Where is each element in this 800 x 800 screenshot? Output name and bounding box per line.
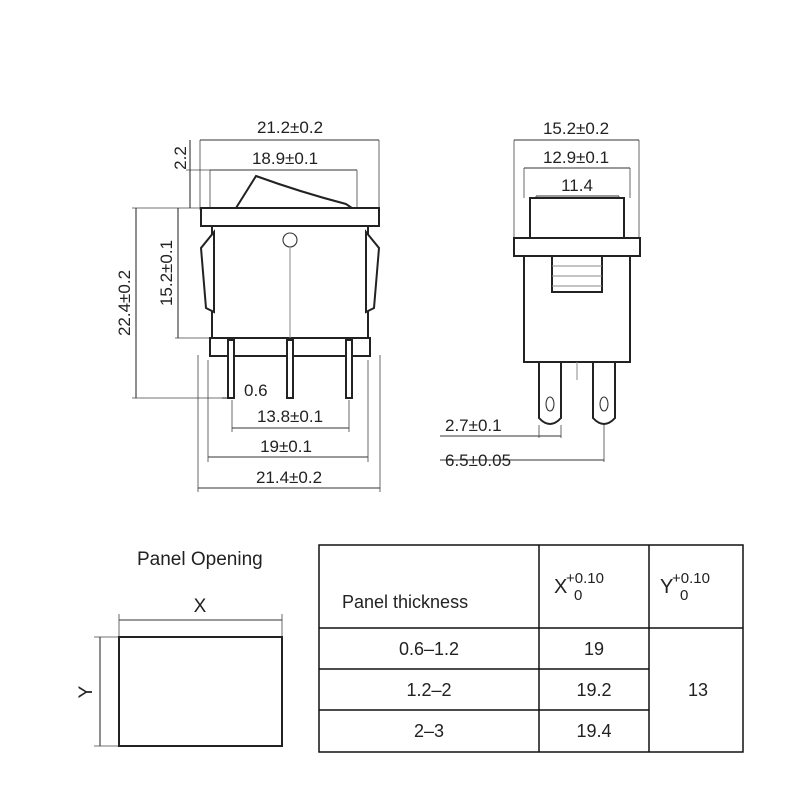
dim-total-height: 22.4±0.2 (115, 270, 134, 336)
y-value: 13 (688, 680, 708, 700)
front-rocker (234, 174, 356, 209)
front-pin-right (345, 339, 353, 399)
panel-opening-shape (118, 636, 283, 747)
dim-pin-span-inner: 13.8±0.1 (257, 407, 323, 426)
header-y-tol-lower: 0 (680, 587, 688, 604)
panel-opening-title: Panel Opening (137, 549, 263, 570)
header-x: X (554, 576, 567, 598)
header-x-tol-upper: +0.10 (566, 570, 604, 587)
side-terminal-right (592, 361, 616, 425)
side-flange (513, 237, 641, 257)
dim-pin-span-outer: 19±0.1 (260, 437, 312, 456)
side-view: 15.2±0.2 12.9±0.1 11.4 2.7±0.1 6.5±0.05 (440, 119, 641, 470)
row-2-thickness: 1.2–2 (406, 680, 451, 700)
row-2-x: 19.2 (576, 680, 611, 700)
row-1-x: 19 (584, 639, 604, 659)
side-clip (551, 255, 603, 293)
header-y-tol-upper: +0.10 (672, 570, 710, 587)
front-flange (200, 207, 380, 227)
front-clip-right (365, 229, 381, 314)
front-pin-center (286, 339, 294, 399)
panel-opening: Panel Opening X Y (76, 549, 283, 747)
dim-side-body-width: 12.9±0.1 (543, 148, 609, 167)
front-pin-left (227, 339, 235, 399)
panel-y-label: Y (76, 685, 97, 698)
dim-pin-thickness: 0.6 (244, 381, 268, 400)
side-terminal-left (538, 361, 562, 425)
panel-x-label: X (194, 596, 207, 617)
front-view: 21.2±0.2 18.9±0.1 2.2 22.4±0.2 15.2±0.1 … (115, 118, 381, 492)
row-1-thickness: 0.6–1.2 (399, 639, 459, 659)
header-x-tol-lower: 0 (574, 587, 582, 604)
header-y: Y (660, 576, 673, 598)
front-clip-left (199, 229, 215, 314)
front-center-mark (282, 232, 298, 248)
row-3-x: 19.4 (576, 721, 611, 741)
dim-base-width: 21.4±0.2 (256, 468, 322, 487)
panel-thickness-table: Panel thickness X +0.10 0 Y +0.10 0 0.6–… (318, 544, 744, 753)
row-3-thickness: 2–3 (414, 721, 444, 741)
dim-flange-width: 15.2±0.2 (543, 119, 609, 138)
dim-body-height: 15.2±0.1 (157, 240, 176, 306)
dim-terminal-pitch: 6.5±0.05 (445, 451, 511, 470)
side-rocker (529, 197, 625, 239)
dim-rocker-width: 18.9±0.1 (252, 149, 318, 168)
dim-rocker-height: 2.2 (171, 146, 190, 170)
header-panel-thickness: Panel thickness (342, 592, 468, 612)
dim-terminal-width: 2.7±0.1 (445, 416, 502, 435)
dim-total-width: 21.2±0.2 (257, 118, 323, 137)
dim-side-rocker-width: 11.4 (561, 176, 593, 195)
